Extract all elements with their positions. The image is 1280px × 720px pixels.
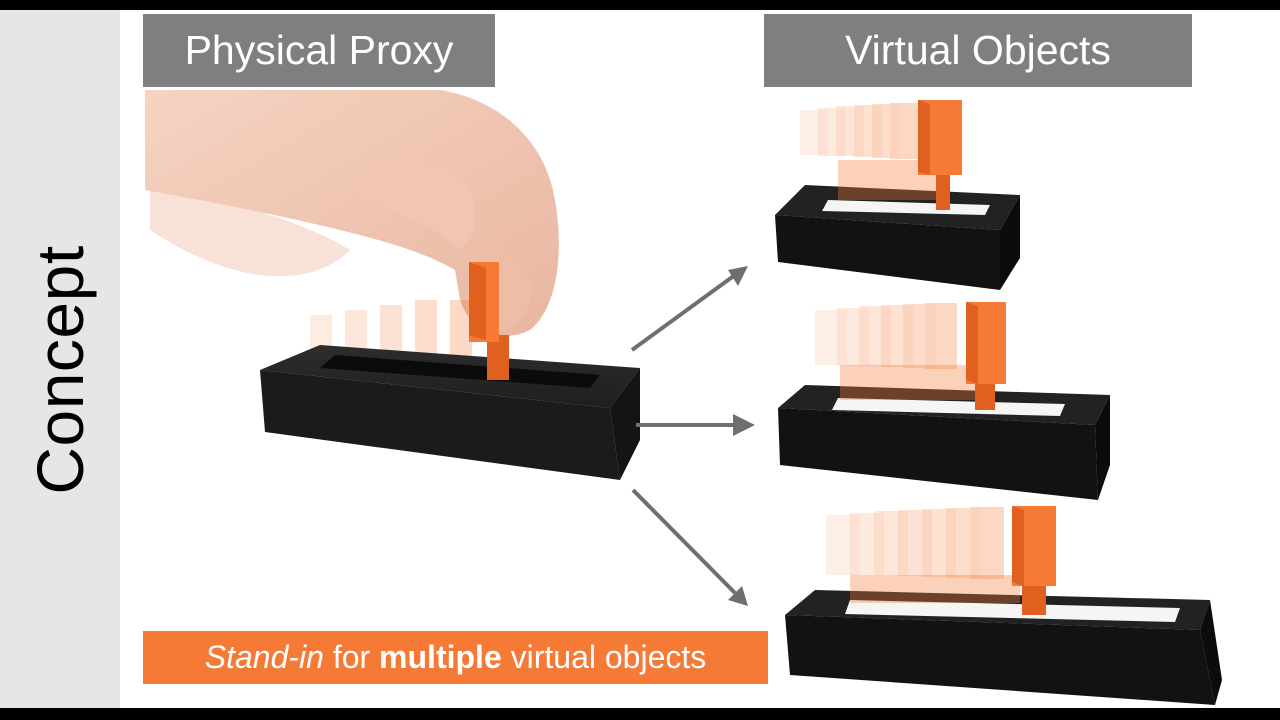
virtual-objects-header: Virtual Objects xyxy=(764,14,1192,87)
sidebar: Concept xyxy=(0,10,120,708)
caption-text-for: for xyxy=(323,639,380,675)
virtual-object-2 xyxy=(778,302,1110,500)
caption-emphasis-multiple: multiple xyxy=(379,639,502,675)
caption-banner: Stand-in for multiple virtual objects xyxy=(143,631,768,684)
top-black-bar xyxy=(0,0,1280,10)
virtual-object-1 xyxy=(775,100,1020,290)
virtual-object-3 xyxy=(785,506,1222,705)
caption-text-virtual-objects: virtual objects xyxy=(501,639,707,675)
arrow-icon xyxy=(630,266,755,606)
proxy-slider-knob xyxy=(469,262,509,380)
hand-illustration xyxy=(145,90,559,336)
slider-proxy-base xyxy=(260,345,640,480)
caption-emphasis-standin: Stand-in xyxy=(204,639,324,675)
bottom-black-bar xyxy=(0,708,1280,720)
physical-proxy-header: Physical Proxy xyxy=(143,14,495,87)
